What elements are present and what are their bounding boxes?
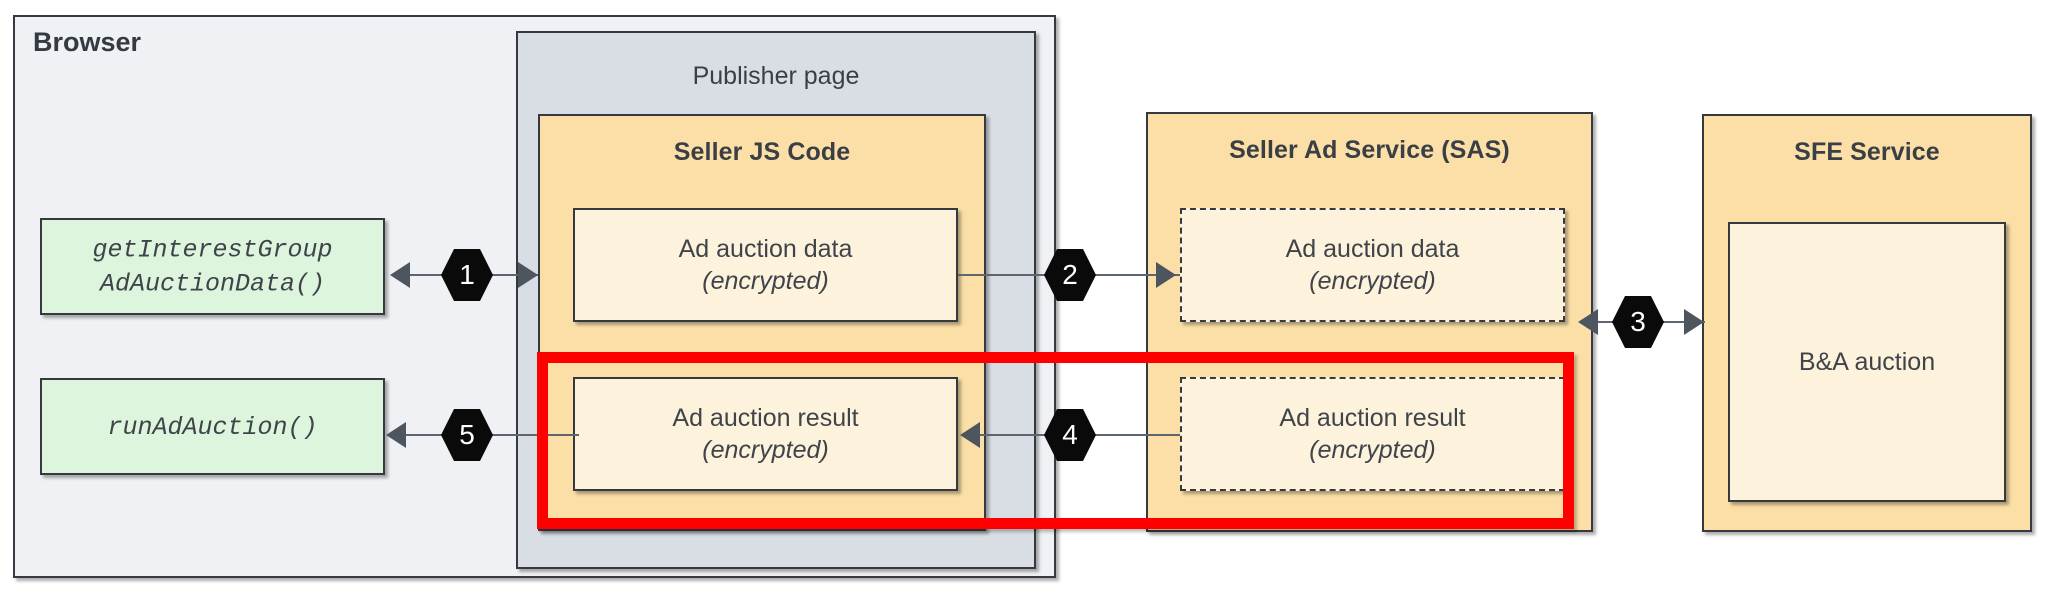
connector-1-arrow-left xyxy=(390,262,410,288)
seller-js-code-label: Seller JS Code xyxy=(673,138,851,166)
data-main-text: B&A auction xyxy=(1798,348,1936,376)
browser-label: Browser xyxy=(33,27,142,57)
data-sub-text: (encrypted) xyxy=(1309,436,1436,464)
sas-ad-auction-result-box[interactable]: Ad auction result (encrypted) xyxy=(1180,377,1565,491)
api-label-get-interest-group-ad-auction-data: getInterestGroup AdAuctionData() xyxy=(42,232,383,301)
sfe-service-label: SFE Service xyxy=(1794,138,1940,166)
api-line-2: AdAuctionData() xyxy=(99,269,326,299)
data-main-text: Ad auction data xyxy=(678,235,853,263)
data-main-text: Ad auction result xyxy=(1279,404,1466,432)
data-sub-text: (encrypted) xyxy=(702,436,829,464)
connector-3-arrow-right xyxy=(1684,309,1704,335)
bna-auction-box[interactable]: B&A auction xyxy=(1728,222,2006,502)
seller-js-ad-auction-data-box[interactable]: Ad auction data (encrypted) xyxy=(573,208,958,322)
sas-ad-auction-result-label: Ad auction result (encrypted) xyxy=(1182,402,1563,466)
connector-3-arrow-left xyxy=(1578,309,1598,335)
api-line-1: runAdAuction() xyxy=(107,412,318,442)
api-box-run-ad-auction[interactable]: runAdAuction() xyxy=(40,378,385,475)
api-label-run-ad-auction: runAdAuction() xyxy=(42,409,383,444)
api-box-get-interest-group-ad-auction-data[interactable]: getInterestGroup AdAuctionData() xyxy=(40,218,385,315)
data-sub-text: (encrypted) xyxy=(1309,267,1436,295)
sas-ad-auction-data-box[interactable]: Ad auction data (encrypted) xyxy=(1180,208,1565,322)
publisher-page-label: Publisher page xyxy=(692,62,860,90)
connector-5-arrow-left xyxy=(386,422,406,448)
seller-js-ad-auction-data-label: Ad auction data (encrypted) xyxy=(575,233,956,297)
encrypted-result-highlight xyxy=(537,352,1574,529)
bna-auction-label: B&A auction xyxy=(1730,346,2004,378)
data-sub-text: (encrypted) xyxy=(702,267,829,295)
data-main-text: Ad auction result xyxy=(672,404,859,432)
data-main-text: Ad auction data xyxy=(1285,235,1460,263)
connector-4-arrow-left xyxy=(960,422,980,448)
step-badge-3: 3 xyxy=(1612,296,1664,348)
api-line-1: getInterestGroup xyxy=(92,235,333,264)
connector-2-arrow-right xyxy=(1156,262,1176,288)
connector-1-arrow-right xyxy=(518,262,538,288)
seller-js-ad-auction-result-label: Ad auction result (encrypted) xyxy=(575,402,956,466)
seller-js-ad-auction-result-box[interactable]: Ad auction result (encrypted) xyxy=(573,377,958,491)
seller-ad-service-label: Seller Ad Service (SAS) xyxy=(1229,136,1510,164)
sas-ad-auction-data-label: Ad auction data (encrypted) xyxy=(1182,233,1563,297)
